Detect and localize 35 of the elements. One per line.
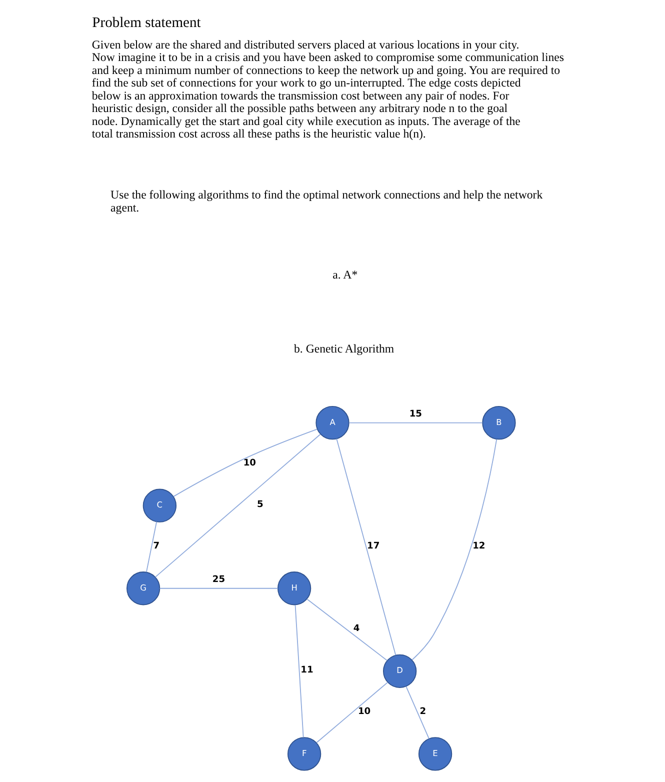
- node-circle: D: [382, 654, 417, 688]
- node-circle: A: [316, 406, 350, 440]
- connector: [294, 604, 304, 738]
- node-circle: G: [126, 572, 160, 606]
- edge-label: 25: [212, 575, 226, 586]
- edge-label: 17: [367, 541, 380, 552]
- label: a. A*: [332, 268, 358, 282]
- edge-label: 5: [257, 500, 264, 510]
- connector: [159, 588, 278, 589]
- label: Use the following algorithms to find the optimal network connections and help the network agent.: [110, 188, 543, 214]
- connector: [173, 428, 318, 497]
- node-circle: B: [482, 406, 516, 440]
- connector: [154, 434, 321, 578]
- connector: [336, 438, 396, 656]
- diagram-title: Problem statement: [92, 14, 201, 31]
- node-circle: F: [287, 737, 322, 771]
- connector: [412, 438, 498, 660]
- edge-label: 15: [409, 409, 422, 420]
- connector: [146, 521, 158, 572]
- edge-label: 11: [300, 666, 314, 676]
- connector: [348, 422, 483, 424]
- edge-label: 10: [358, 706, 371, 717]
- label: b. Genetic Algorithm: [294, 341, 394, 356]
- node-circle: C: [142, 488, 176, 522]
- edge-label: 2: [420, 706, 426, 717]
- node-circle: H: [277, 572, 312, 606]
- edge-label: 4: [353, 624, 360, 634]
- label: Given below are the shared and distributed servers placed at various locations in your city. Now imagine it to be in a crisis and you have been asked to compromise some communication lines and keep a minimum number of connections to keep the network up and going. You are required to find the sub set of connections for your work to go un-interrupted. The edge costs depicted below is an approximation towards the transmission cost between any pair of nodes. For heuristic design, consider all the possible paths between any arbitrary node n to the goal node. Dynamically get the start and goal city while execution as inputs. The average of the total transmission cost across all these paths is the heuristic value h(n).: [92, 37, 564, 141]
- connector: [306, 598, 388, 661]
- edge-label: 10: [243, 458, 256, 469]
- connector: [406, 686, 430, 740]
- edge-label: 12: [472, 541, 486, 552]
- edge-label: 7: [153, 541, 160, 552]
- connector: [316, 682, 388, 744]
- node-circle: E: [418, 737, 452, 771]
